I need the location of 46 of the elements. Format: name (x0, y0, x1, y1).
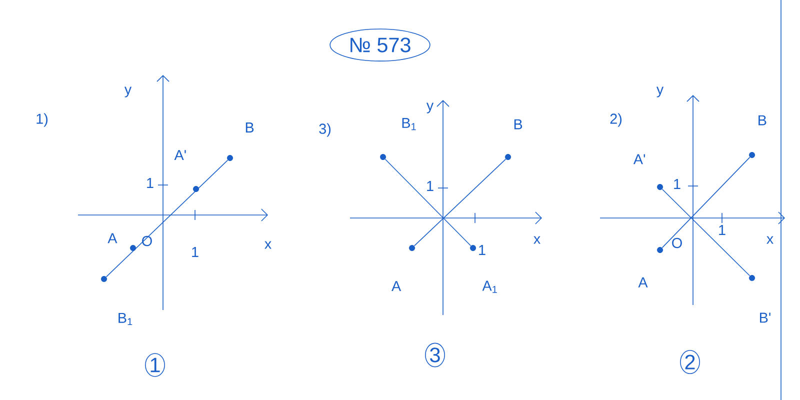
title-oval: № 573 (330, 28, 430, 62)
tick-label: 1 (674, 179, 680, 189)
node-label: B (246, 122, 254, 132)
axis-label: x (766, 236, 774, 244)
panel-number: 3) (319, 123, 331, 137)
panel-number: 1) (36, 113, 48, 127)
tick-label: 1 (147, 178, 154, 188)
labelled-point: B$_{1}$ (380, 118, 416, 160)
labelled-point: A (108, 233, 136, 251)
node-label: B$_{1}$ (118, 312, 132, 326)
segment (414, 158, 506, 246)
node-label: A' (174, 150, 186, 160)
axis-label: x (534, 236, 540, 244)
origin-label: O (672, 238, 682, 248)
tick-label: 1 (719, 225, 726, 235)
segment (662, 156, 750, 248)
axis-label: x (264, 241, 272, 249)
tick-label: 1 (427, 181, 434, 191)
labelled-point: B' (749, 275, 770, 323)
node-label: A (108, 233, 118, 244)
node-label: B (514, 119, 522, 130)
node-label: A' (633, 154, 646, 164)
labelled-point: A (638, 247, 663, 288)
segment (106, 160, 228, 278)
tick-label: 1 (479, 245, 486, 255)
labelled-point: B (227, 122, 254, 161)
axis-label: y (656, 86, 664, 98)
labelled-point: A (392, 245, 415, 292)
labelled-point: B$_{1}$ (101, 276, 132, 326)
node-label: A$_{1}$ (482, 280, 497, 293)
axis-label: y (124, 86, 132, 98)
node-label: B$_{1}$ (402, 118, 416, 130)
labelled-point: B (749, 115, 766, 158)
node-label: B (758, 115, 766, 126)
tick-label: 1 (192, 247, 198, 257)
labelled-point: B (505, 119, 522, 160)
segment (662, 188, 750, 276)
node-label: B' (760, 312, 770, 323)
node-label: A (638, 277, 648, 288)
segment (384, 158, 472, 246)
node-label: A (392, 281, 402, 292)
panel-number: 2) (610, 113, 622, 127)
origin-label: O (142, 236, 152, 246)
labelled-point: A' (174, 150, 199, 192)
labelled-point: A' (633, 154, 663, 190)
axis-label: y (426, 102, 434, 114)
